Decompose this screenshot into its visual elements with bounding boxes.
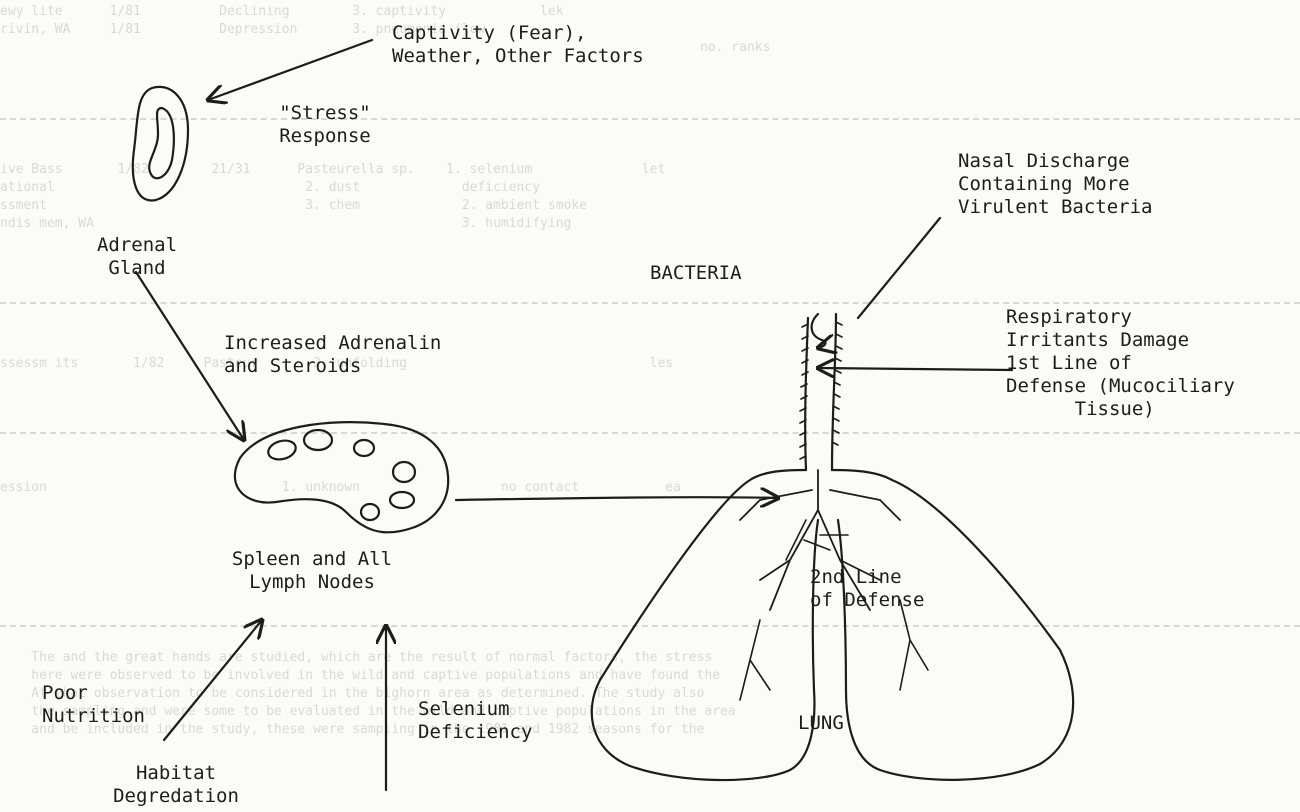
irritants-label: Respiratory Irritants Damage 1st Line of…	[1006, 306, 1235, 421]
stress-response-label: "Stress" Response	[250, 102, 400, 148]
captivity-label: Captivity (Fear), Weather, Other Factors	[392, 22, 644, 68]
adrenal-gland-label: Adrenal Gland	[62, 234, 212, 280]
trachea-drawing	[800, 314, 842, 470]
nutrition-label: Poor Nutrition	[42, 682, 145, 728]
spleen-drawing	[235, 422, 448, 532]
adrenalin-label: Increased Adrenalin and Steroids	[224, 332, 441, 378]
spleen-label: Spleen and All Lymph Nodes	[212, 548, 412, 594]
habitat-label: Habitat Degredation	[96, 762, 256, 808]
selenium-label: Selenium Deficiency	[418, 698, 532, 744]
bacteria-label: BACTERIA	[650, 262, 742, 285]
second-line-label: 2nd Line of Defense	[810, 566, 924, 612]
adrenal-gland-drawing	[133, 87, 188, 201]
lung-label: LUNG	[798, 712, 844, 735]
arrows	[136, 40, 1012, 790]
nasal-discharge-label: Nasal Discharge Containing More Virulent…	[958, 150, 1152, 219]
